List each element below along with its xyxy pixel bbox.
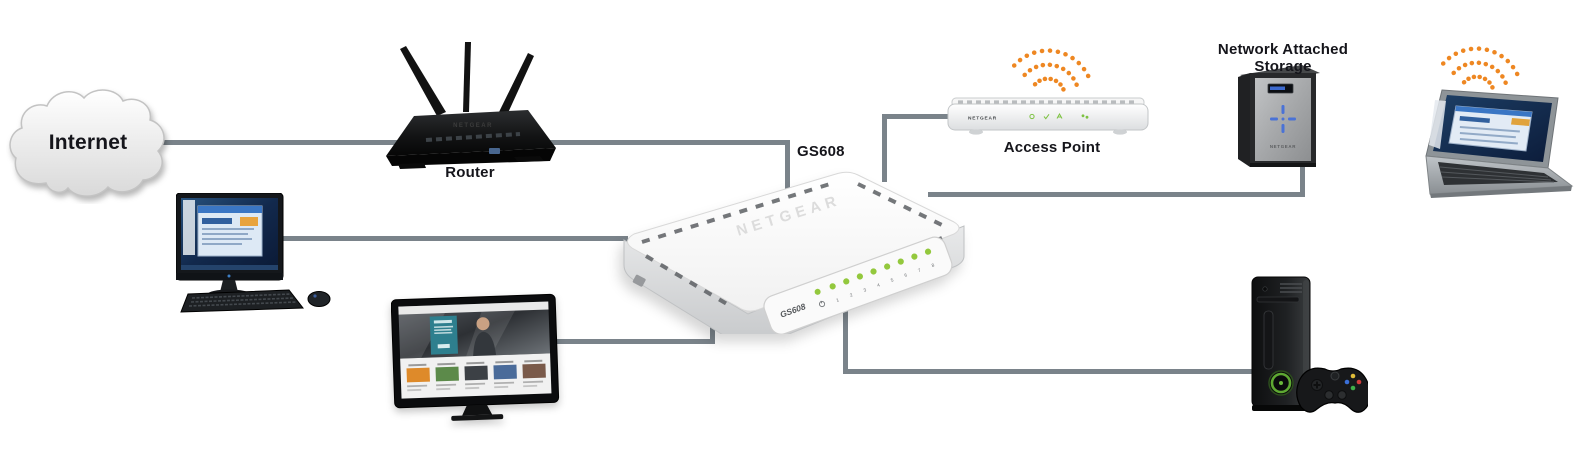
cable-tv-to-switch-v: [710, 320, 715, 344]
cable-switch-to-console-h: [843, 369, 1269, 374]
switch-power-connector: [632, 274, 646, 287]
tv-thumbnails: [406, 359, 546, 392]
switch-top: [627, 171, 960, 312]
port-number-6: 6: [904, 272, 909, 278]
port-led-1: [829, 283, 836, 290]
console-power-ring: [1268, 370, 1294, 396]
laptop-screen: [1425, 89, 1559, 169]
router-antennas: [400, 42, 534, 116]
console-tower: [1251, 276, 1311, 411]
nas-brand-text: NETGEAR: [1270, 144, 1296, 149]
wifi-waves: [1440, 46, 1522, 91]
access-point-wifi-waves: [995, 36, 1107, 100]
port-led-8: [924, 248, 932, 255]
cable-switch-to-accesspoint-h: [882, 114, 964, 119]
access-point: NETGEAR: [944, 96, 1156, 140]
router-label: Router: [445, 164, 495, 181]
cable-switch-to-console-v: [843, 286, 848, 374]
port-led-4: [870, 268, 877, 275]
nas-label: Network Attached Storage: [1217, 41, 1349, 75]
tv-stand: [451, 404, 504, 421]
switch-port-leds: 1 2 3 4 5 6 7 8: [829, 248, 936, 303]
controller-buttons: [1344, 373, 1362, 391]
port-number-5: 5: [890, 277, 895, 283]
cable-desktop-to-switch: [276, 236, 628, 241]
cable-switch-to-nas-h: [928, 192, 1305, 197]
router-usb-light: [489, 148, 500, 154]
router-brand-text: NETGEAR: [453, 123, 493, 129]
cable-switch-to-nas-v: [1300, 158, 1305, 197]
nas-nav-buttons: [1270, 105, 1296, 133]
cloud-shape: [9, 89, 165, 197]
port-number-3: 3: [863, 287, 868, 293]
laptop-base: [1425, 155, 1574, 198]
switch-label: GS608: [797, 143, 845, 160]
port-number-4: 4: [876, 282, 881, 288]
game-controller: [1296, 367, 1368, 413]
nas: NETGEAR: [1230, 62, 1326, 172]
cable-switch-to-accesspoint-v: [882, 114, 887, 182]
internet-label: Internet: [48, 131, 128, 154]
port-led-6: [897, 258, 904, 265]
switch-side: [623, 225, 965, 334]
nas-base: [1250, 163, 1316, 167]
port-led-7: [911, 253, 918, 260]
wifi-waves: [1011, 48, 1093, 93]
ap-foot: [969, 129, 983, 135]
power-icon: [819, 300, 826, 308]
port-number-1: 1: [836, 297, 841, 303]
game-console: [1240, 275, 1368, 425]
router: NETGEAR: [376, 42, 566, 170]
ap-foot: [1113, 129, 1127, 135]
keyboard: [180, 289, 304, 313]
tv: [391, 293, 569, 425]
power-led: [814, 288, 821, 295]
port-number-8: 8: [931, 262, 936, 268]
port-number-7: 7: [917, 267, 922, 273]
access-point-label: Access Point: [1003, 139, 1101, 156]
tv-screen: [398, 301, 552, 399]
port-led-2: [843, 278, 850, 285]
ap-status-leds: [1029, 112, 1089, 120]
cable-internet-to-switch-v: [785, 140, 790, 192]
mouse: [307, 291, 331, 307]
port-number-2: 2: [849, 292, 854, 298]
nas-left-side: [1238, 73, 1250, 167]
ap-brand-text: NETGEAR: [968, 116, 997, 122]
nas-display-text: [1270, 86, 1285, 90]
cable-tv-to-switch-h: [549, 339, 715, 344]
port-led-5: [884, 263, 891, 270]
monitor: [176, 193, 284, 281]
port-led-3: [856, 273, 864, 280]
ap-body: [947, 103, 1149, 131]
desktop-computer: [176, 193, 346, 318]
internet-cloud: [6, 86, 174, 204]
wireless-laptop: [1420, 88, 1582, 206]
laptop-wifi-waves: [1424, 34, 1536, 98]
router-body: NETGEAR: [386, 110, 556, 169]
